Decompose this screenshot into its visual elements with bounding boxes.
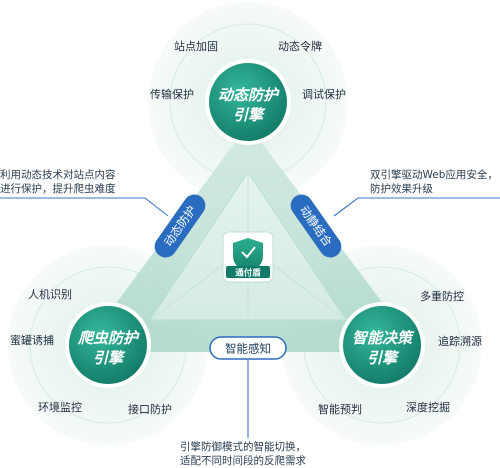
crawler-item-2: 蜜罐诱捕 xyxy=(10,333,54,347)
annotation-left: 利用动态技术对站点内容 进行保护，提升爬虫难度 xyxy=(0,168,119,195)
engine-crawler: 爬虫防护 引擎 xyxy=(65,302,151,388)
decision-item-1: 多重防控 xyxy=(420,289,464,303)
engine-decision: 智能决策 引擎 xyxy=(339,302,425,388)
dynamic-item-2: 动态令牌 xyxy=(278,39,322,53)
link-bottom-label: 智能感知 xyxy=(225,342,271,356)
link-bottom: 智能感知 xyxy=(209,336,287,360)
engine-dynamic: 动态防护 引擎 xyxy=(205,59,291,145)
engine-dynamic-title: 动态防护 xyxy=(218,86,280,104)
annotation-right: 双引擎驱动Web应用安全， 防护效果升级 xyxy=(370,168,500,195)
engine-dynamic-subtitle: 引擎 xyxy=(233,106,266,124)
dynamic-item-3: 传输保护 xyxy=(150,87,194,101)
dynamic-item-1: 站点加固 xyxy=(174,39,218,53)
crawler-item-1: 人机识别 xyxy=(28,287,72,301)
engine-decision-subtitle: 引擎 xyxy=(367,349,400,367)
decision-item-4: 深度挖掘 xyxy=(406,400,450,414)
engine-crawler-subtitle: 引擎 xyxy=(93,349,126,367)
decision-item-3: 智能预判 xyxy=(318,402,362,416)
annotation-bottom: 引擎防御模式的智能切换， 适配不同时间段的反爬需求 xyxy=(180,440,309,467)
crawler-item-3: 环境监控 xyxy=(38,400,82,414)
annotation-lines xyxy=(0,197,500,438)
engine-decision-title: 智能决策 xyxy=(352,329,415,347)
dynamic-item-4: 调试保护 xyxy=(302,87,346,101)
logo: 通付盾 xyxy=(222,231,274,283)
decision-item-2: 追踪溯源 xyxy=(438,334,482,348)
crawler-item-4: 接口防护 xyxy=(128,402,172,416)
logo-text: 通付盾 xyxy=(235,268,261,279)
engine-crawler-title: 爬虫防护 xyxy=(77,329,140,347)
